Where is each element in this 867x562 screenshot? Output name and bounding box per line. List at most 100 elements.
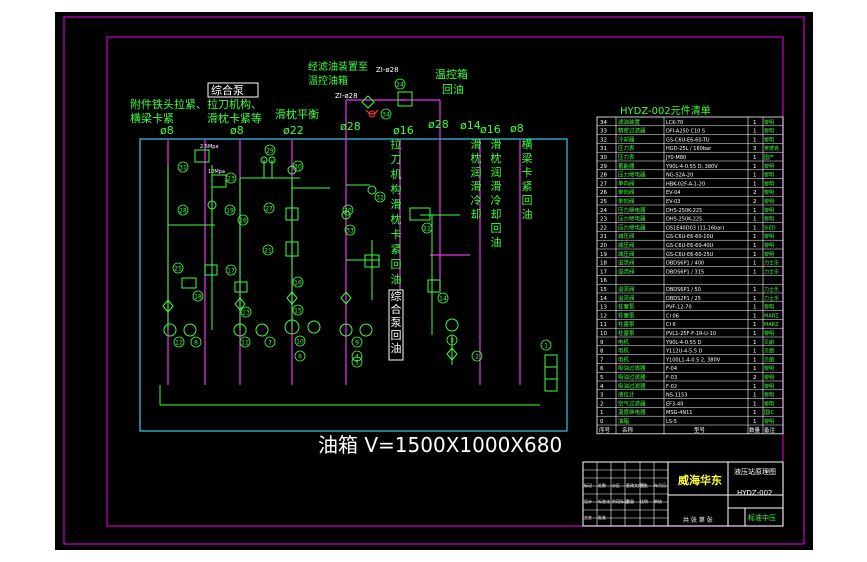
bom-model: GS-C6U-E6-60-40U [666, 243, 714, 249]
bom-name: 减压阀 [618, 250, 635, 258]
bom-name: 油箱 [618, 417, 630, 425]
title-cell-label: 标记 [584, 482, 592, 488]
bom-qty: 1 [753, 225, 757, 231]
bom-note: 黎明 [764, 392, 774, 399]
bom-model: HGD-25L / 160bar [666, 146, 712, 152]
bom-qty: 1 [753, 181, 757, 187]
callout-number: 15 [294, 308, 302, 315]
callout-bubble [177, 204, 189, 216]
callout-number: 20 [344, 208, 352, 215]
bom-note: 黎明 [764, 330, 774, 337]
bom-note: 黎明 [764, 172, 774, 179]
callout-number: 3 [450, 338, 454, 345]
bom-note: 黎明 [764, 180, 774, 187]
callout-bubble [540, 339, 552, 351]
callout-bubble [262, 244, 274, 256]
bom-name: 柱塞泵 [618, 303, 635, 311]
bom-model: LCK-70 [666, 120, 683, 126]
callout-bubble [224, 204, 236, 216]
bom-qty: 1 [753, 243, 757, 249]
pipe-size: ø16 [393, 124, 414, 137]
pump-12 [163, 323, 177, 337]
drawing-number: HYDZ-002 [737, 489, 773, 497]
bom-note: 国IC [764, 410, 774, 416]
bom-qty: 1 [753, 340, 757, 346]
bom-seq: 34 [600, 120, 607, 126]
callout-number: 30 [294, 164, 302, 171]
bom-note: 贺德克 [764, 145, 779, 152]
company-name: 威海华东 [678, 473, 722, 487]
callout-bubble [172, 262, 184, 274]
bom-seq: 7 [600, 357, 604, 363]
vertical-label-char: 卡 [391, 228, 402, 241]
pipe-size: ø8 [510, 122, 524, 135]
vertical-label-char: 滑 [491, 180, 502, 193]
vertical-label-char: 润 [491, 165, 502, 179]
svg-text:型号: 型号 [694, 426, 706, 434]
callout-number: 33 [346, 228, 354, 235]
bom-name: 溢流阀 [618, 259, 635, 267]
bom-seq: 18 [600, 261, 607, 267]
bom-qty: 2 [753, 199, 757, 205]
oil-tank-label: 油箱 V=1500X1000X680 [318, 433, 562, 457]
bom-note: 黎明 [764, 207, 774, 214]
callout-bubble [177, 161, 189, 173]
vertical-label-char: 综 [391, 289, 402, 303]
callout-number: 6 [298, 354, 302, 361]
callout-bubble [263, 202, 275, 214]
label-attach-pump: 附件铁头拉紧、拉刀机构、 [130, 97, 262, 111]
bom-seq: 27 [600, 181, 607, 187]
vertical-label-char: 冷 [491, 194, 502, 207]
bom-name: 冷却器 [618, 135, 635, 143]
callout-number: 16 [294, 280, 302, 287]
bom-seq: 17 [600, 269, 607, 275]
vertical-label-char: 枕 [391, 212, 402, 226]
callout-number: 29 [266, 148, 274, 155]
vertical-label-char: 横 [522, 137, 533, 151]
vertical-label-char: 合 [391, 302, 402, 316]
bom-model: PVF-12-70 [666, 305, 692, 311]
callout-bubble [421, 222, 433, 234]
bom-note: 黎明 [764, 251, 774, 258]
bom-seq: 10 [600, 331, 607, 337]
callout-number: 4 [355, 354, 359, 361]
bom-model: LS-5 [666, 419, 677, 425]
callout-bubble [471, 350, 483, 362]
callout-bubble [351, 336, 363, 348]
bom-qty: 1 [753, 217, 757, 223]
bom-seq: 15 [600, 287, 607, 293]
bom-seq: 2 [600, 401, 604, 407]
bom-model: DS1E40D03 (11-16bar) [666, 225, 724, 231]
callout-number: 27 [265, 206, 273, 213]
callout-bubble [264, 336, 276, 348]
bom-seq: 33 [600, 129, 607, 135]
bom-qty: 1 [753, 155, 757, 161]
callout-bubble [374, 191, 386, 203]
label-gauge-2: 10Mpa [208, 169, 225, 175]
callout-bubbles: 3123242526282930323327222120191817161514… [172, 78, 552, 368]
callout-bubble [173, 336, 185, 348]
callout-number: 14 [439, 296, 447, 303]
label-ram-pump: 滑枕卡紧等 [207, 111, 262, 125]
bom-seq: 29 [600, 164, 607, 170]
callout-number: 28 [179, 208, 187, 215]
bom-qty: 1 [753, 305, 757, 311]
vertical-label-char: 紧 [391, 243, 402, 256]
pump-10 [284, 319, 300, 335]
bom-seq: 20 [600, 243, 607, 249]
title-cell-label: 分区 [612, 482, 620, 488]
bom-seq: 8 [600, 349, 604, 355]
